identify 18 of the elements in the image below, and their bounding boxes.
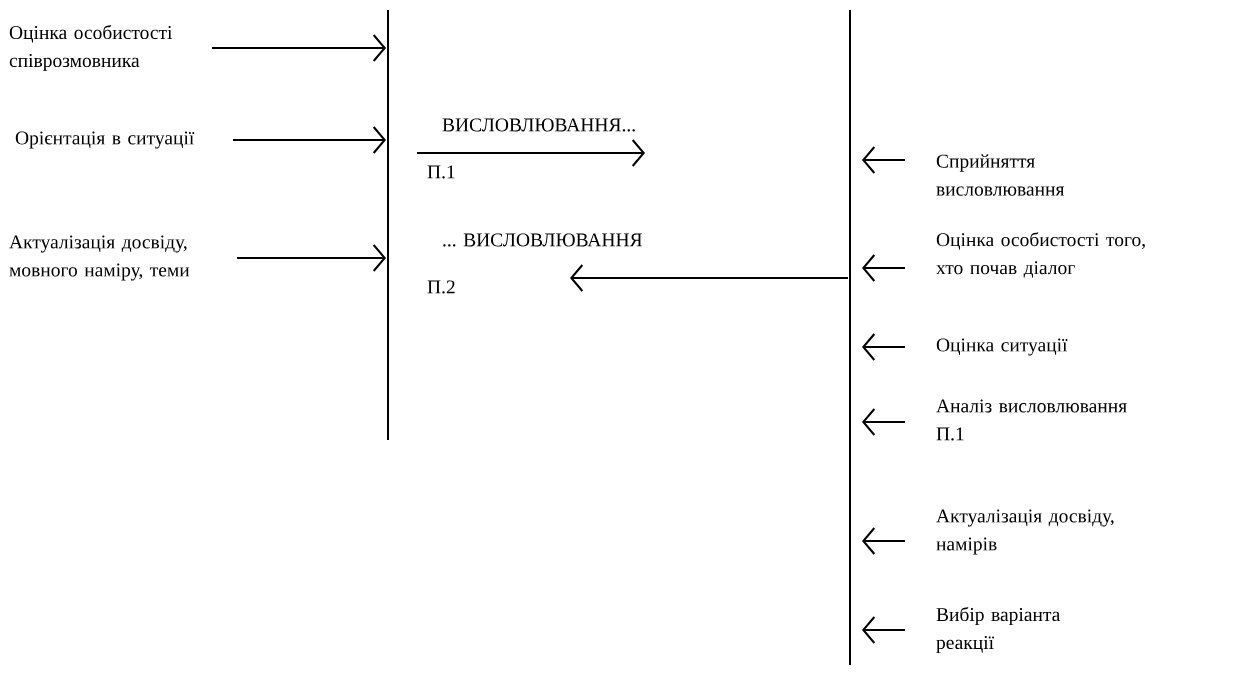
edge-label: ... ВИСЛОВЛЮВАННЯ — [441, 232, 644, 248]
arrow — [236, 244, 386, 272]
node-text: Актуалізація досвіду, намірів — [936, 509, 1114, 555]
arrow — [211, 34, 386, 62]
arrow — [416, 139, 645, 167]
node-text: Оцінка особистості того, хто почав діалог — [936, 232, 1145, 278]
arrow — [232, 126, 386, 154]
node-text: Аналіз висловлювання П.1 — [936, 399, 1127, 441]
step-label: П.2 — [427, 280, 455, 294]
node-text: Актуалізація досвіду, мовного наміру, теми — [9, 235, 190, 281]
node-text: Сприйняття висловлювання — [936, 154, 1065, 196]
step-label: П.1 — [427, 165, 455, 179]
node-text: Оцінка особистості співрозмовника — [9, 24, 173, 72]
node-text: Орієнтація в ситуації — [15, 131, 195, 149]
node-text: Оцінка ситуації — [936, 338, 1068, 356]
edge-label: ВИСЛОВЛЮВАННЯ... — [441, 117, 638, 133]
node-text: Вибір варіанта реакції — [936, 606, 1061, 654]
arrow — [570, 264, 849, 292]
